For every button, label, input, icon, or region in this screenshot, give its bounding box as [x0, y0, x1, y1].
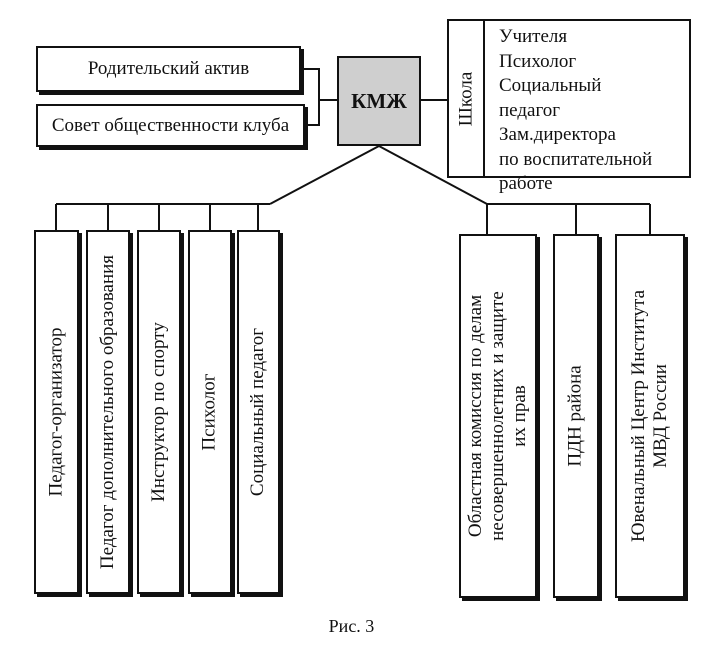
school-member: Психолог	[499, 50, 577, 72]
school-title: Школа	[455, 71, 477, 126]
figure-caption: Рис. 3	[328, 616, 375, 636]
staff-box-psychologist: Психолог	[188, 230, 232, 594]
staff-box-organizer: Педагог-организатор	[34, 230, 79, 594]
connector-parent-council	[301, 68, 337, 101]
parent-council-box: Родительский актив	[36, 46, 301, 92]
staff-box-sport-instructor: Инструктор по спорту	[137, 230, 181, 594]
staff-label: Педагог-организатор	[45, 327, 67, 497]
parent-council-label: Родительский актив	[87, 58, 250, 79]
agency-line: Ювенальный Центр Института	[628, 289, 650, 543]
connector-left-branch	[269, 145, 380, 205]
agency-line: ПДН района	[565, 365, 587, 467]
agency-label: Областная комиссия по делам несовершенно…	[465, 291, 531, 541]
school-member: работе	[499, 173, 553, 194]
staff-label: Социальный педагог	[247, 327, 269, 497]
agency-label: ПДН района	[565, 365, 587, 466]
staff-label: Инструктор по спорту	[148, 322, 169, 502]
school-member: Социальный	[499, 75, 602, 96]
public-council-label: Совет общественности клуба	[51, 114, 290, 136]
agency-line: Областная комиссия по делам	[465, 294, 486, 538]
agency-line: несовершеннолетних и защите	[487, 291, 508, 541]
agency-label: Ювенальный Центр Института МВД России	[628, 290, 672, 542]
school-member: Учителя	[499, 26, 568, 47]
school-member: Зам.директора	[499, 124, 616, 145]
agency-line: их прав	[509, 385, 530, 447]
school-members: Учителя Психолог Социальный педагог Зам.…	[499, 25, 652, 197]
agency-box-pdn: ПДН района	[553, 234, 599, 598]
school-member: по воспитательной	[499, 148, 653, 170]
kmzh-label: КМЖ	[351, 88, 407, 113]
kmzh-box: КМЖ	[337, 56, 421, 146]
school-tab: Школа	[449, 21, 485, 176]
agency-line: МВД России	[650, 364, 672, 468]
connector-public-council	[305, 100, 320, 126]
staff-label: Психолог	[199, 373, 220, 451]
connector-right-branch	[378, 145, 488, 205]
public-council-box: Совет общественности клуба	[36, 104, 305, 147]
school-member: педагог	[499, 99, 561, 121]
school-box: Школа Учителя Психолог Социальный педаго…	[447, 19, 691, 194]
staff-box-additional-education: Педагог дополнительного образования	[86, 230, 130, 594]
staff-box-social-pedagogue: Социальный педагог	[237, 230, 280, 594]
agency-box-regional-commission: Областная комиссия по делам несовершенно…	[459, 234, 537, 598]
staff-label: Педагог дополнительного образования	[97, 254, 118, 570]
agency-box-juvenile-center: Ювенальный Центр Института МВД России	[615, 234, 685, 598]
